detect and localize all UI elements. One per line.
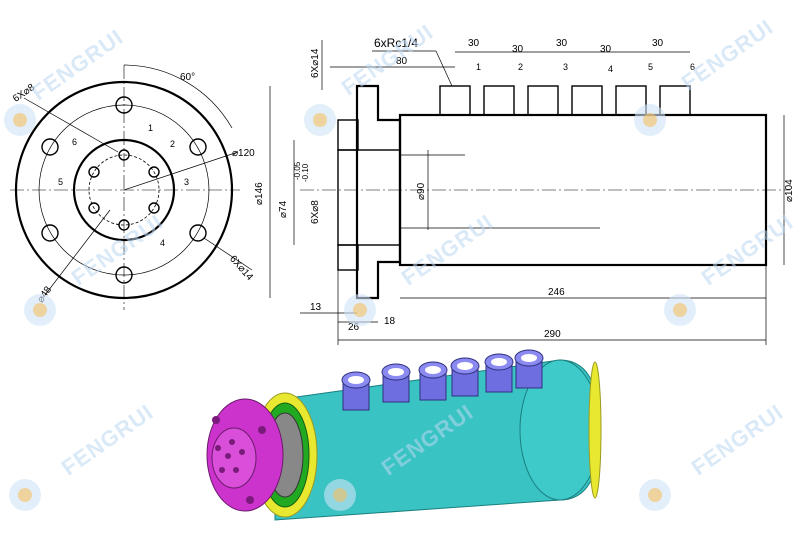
svg-text:30: 30 xyxy=(652,38,664,49)
svg-text:18: 18 xyxy=(384,316,396,327)
svg-text:30: 30 xyxy=(600,44,612,55)
hole-8-side-label: 6X⌀8 xyxy=(310,200,321,224)
bolt-hole xyxy=(41,138,59,156)
svg-text:FENGRUI: FENGRUI xyxy=(697,209,798,290)
svg-text:3: 3 xyxy=(184,177,189,187)
hole-14-label: 6X⌀14 xyxy=(227,254,255,284)
bolt-hole xyxy=(189,138,207,156)
bolt-hole xyxy=(189,224,207,242)
svg-text:2: 2 xyxy=(170,139,175,149)
svg-text:-0.10: -0.10 xyxy=(301,163,310,182)
angle-label: 60° xyxy=(180,72,195,83)
bolt-hole xyxy=(115,266,133,284)
svg-text:30: 30 xyxy=(512,44,524,55)
bolt-hole xyxy=(41,224,59,242)
dia-146-label: ⌀146 xyxy=(254,182,265,205)
thread-note: 6xRc1/4 xyxy=(374,36,418,50)
svg-text:4: 4 xyxy=(608,64,613,74)
side-view: 6xRc1/4 30 30 30 30 30 1 2 3 4 5 6 80 ⌀1… xyxy=(254,36,795,345)
svg-text:4: 4 xyxy=(160,238,165,248)
svg-text:FENGRUI: FENGRUI xyxy=(677,14,778,95)
flange-outline xyxy=(355,84,402,300)
3d-model xyxy=(206,349,602,521)
len-246-label: 246 xyxy=(548,287,565,298)
svg-text:FENGRUI: FENGRUI xyxy=(687,399,788,480)
bolt-circle-label: ⌀120 xyxy=(232,148,255,159)
svg-text:FENGRUI: FENGRUI xyxy=(337,19,438,100)
dia-74-label: ⌀74 xyxy=(278,200,289,218)
svg-text:30: 30 xyxy=(556,38,568,49)
svg-text:6: 6 xyxy=(72,137,77,147)
bolt-hole xyxy=(115,96,133,114)
port-holes xyxy=(88,149,160,231)
svg-text:30: 30 xyxy=(468,38,480,49)
svg-text:2: 2 xyxy=(518,62,523,72)
svg-text:80: 80 xyxy=(396,56,408,67)
svg-text:1: 1 xyxy=(476,62,481,72)
svg-text:5: 5 xyxy=(58,177,63,187)
svg-text:3: 3 xyxy=(563,62,568,72)
model-ports xyxy=(341,349,544,411)
front-view: 60° 6X⌀8 ⌀120 6X⌀14 ⌀48 1 2 3 4 5 6 xyxy=(10,64,255,310)
bolt-holes xyxy=(41,96,207,284)
svg-text:6: 6 xyxy=(690,62,695,72)
flange-holes-label: 6X⌀14 xyxy=(310,48,321,78)
svg-text:5: 5 xyxy=(648,62,653,72)
svg-text:-0.05: -0.05 xyxy=(293,161,302,180)
svg-text:1: 1 xyxy=(148,123,153,133)
top-ports xyxy=(439,85,691,116)
svg-text:FENGRUI: FENGRUI xyxy=(397,209,498,290)
len-290-label: 290 xyxy=(544,329,561,340)
svg-text:FENGRUI: FENGRUI xyxy=(57,399,158,480)
dia-90-label: ⌀90 xyxy=(416,182,427,200)
svg-text:26: 26 xyxy=(348,322,360,333)
hub-section xyxy=(337,149,401,246)
dia-104-label: ⌀104 xyxy=(784,179,795,202)
svg-text:13: 13 xyxy=(310,302,322,313)
